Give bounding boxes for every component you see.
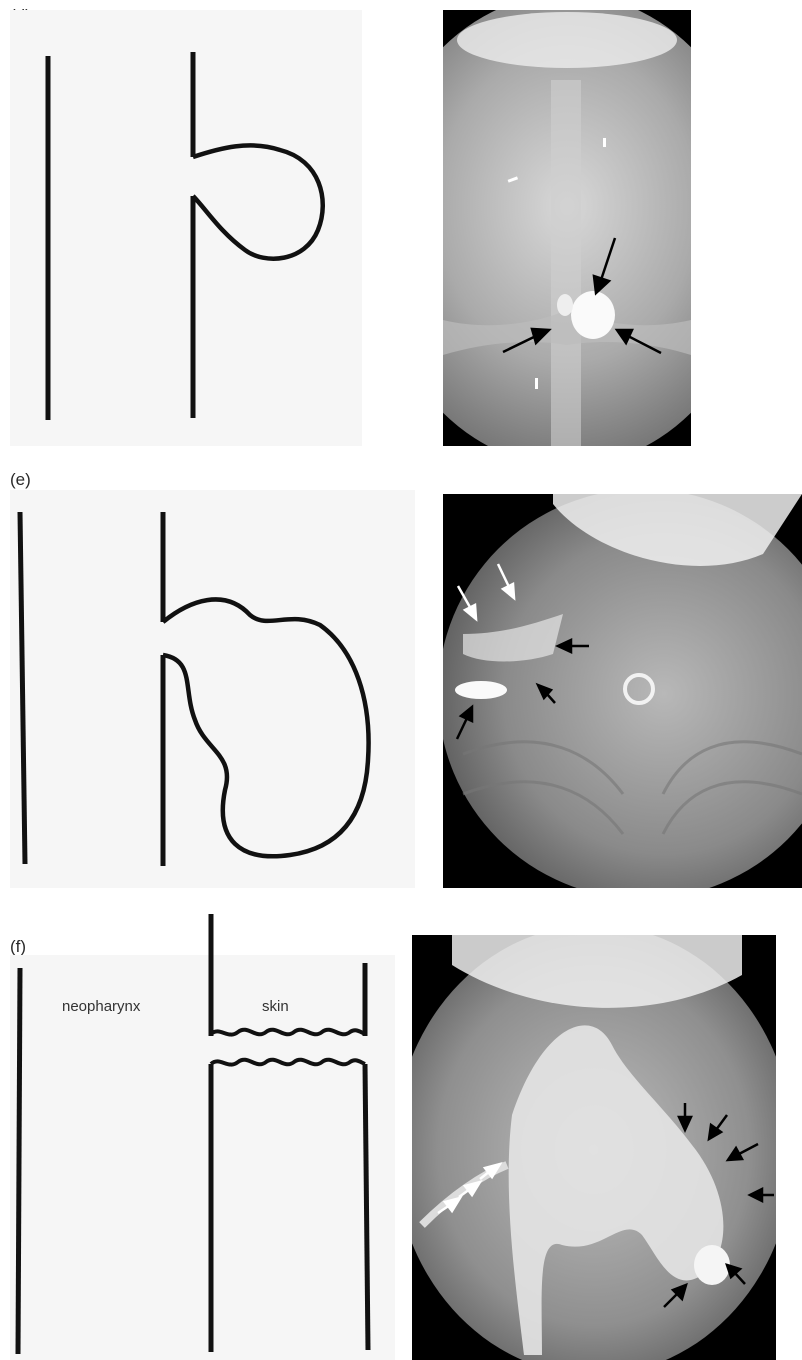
sketch-d-background: [10, 10, 362, 446]
xray-e: [443, 494, 802, 888]
xray-e-image: [443, 494, 802, 888]
xray-d: [443, 10, 691, 446]
xray-e-contrast-pouch: [455, 681, 507, 699]
panel-label-f: (f): [10, 937, 26, 957]
xray-f: [412, 935, 776, 1360]
sketch-e-background: [10, 490, 415, 888]
label-neopharynx: neopharynx: [62, 998, 140, 1015]
sketch-f-background: [10, 955, 395, 1360]
xray-d-image: [443, 10, 691, 446]
panel-label-e: (e): [10, 470, 31, 490]
xray-f-image: [412, 935, 776, 1360]
label-skin: skin: [262, 998, 289, 1015]
xray-d-contrast-pouch: [571, 291, 615, 339]
